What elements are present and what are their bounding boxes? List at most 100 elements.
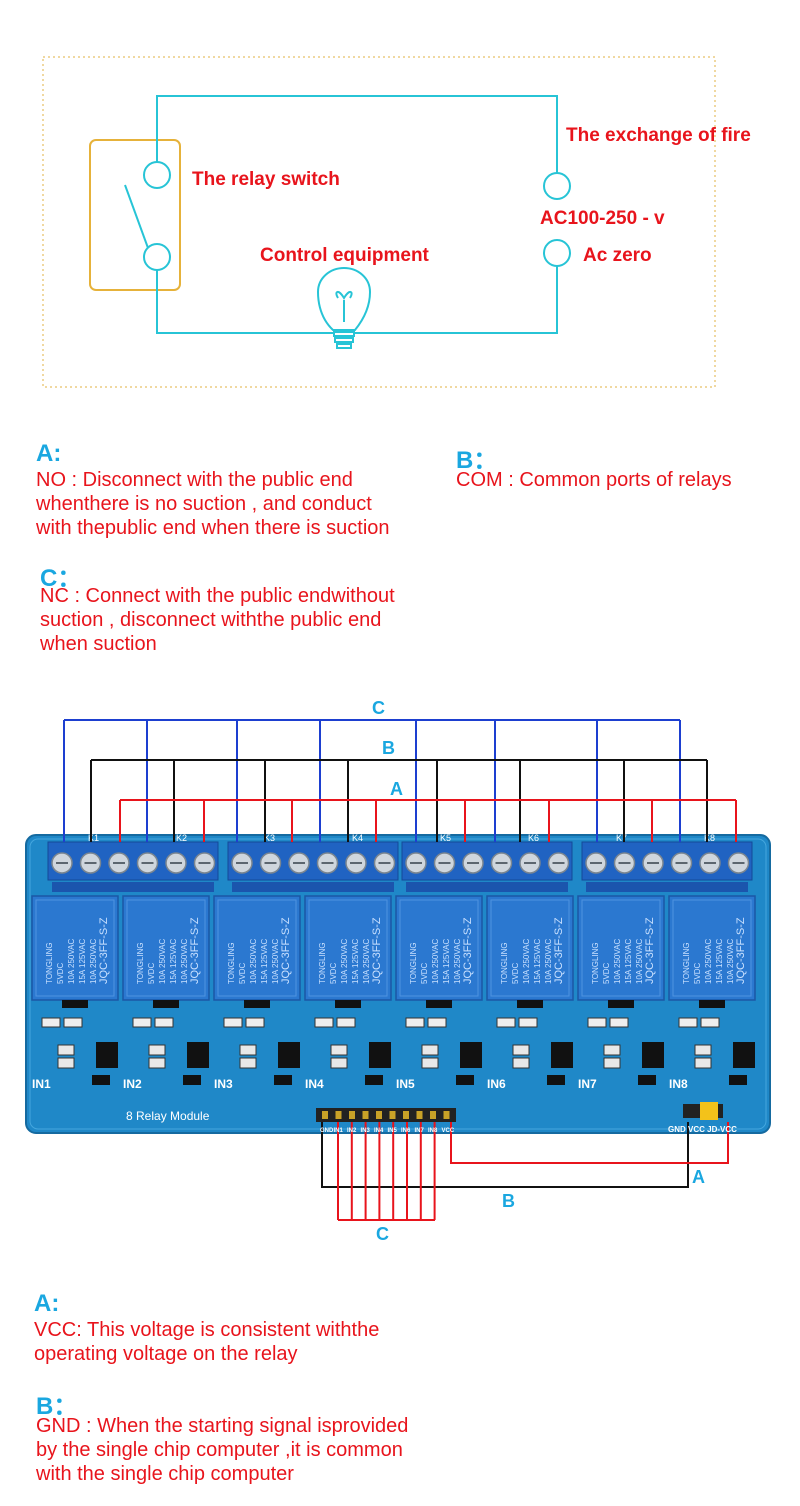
relay-marking: TONGLING (227, 942, 236, 984)
relay-diode (699, 1000, 725, 1008)
relay-marking: TONGLING (45, 942, 54, 984)
terminal-block (401, 841, 573, 881)
relay-body (122, 895, 210, 1001)
bottom-wire-label-a: A (692, 1167, 705, 1187)
relay-marking: 10A 250VAC (635, 939, 644, 984)
relay-diode (608, 1000, 634, 1008)
terminal-base (52, 882, 214, 892)
smd-led (148, 1057, 166, 1069)
relay-marking: 15A 125VAC (715, 939, 724, 984)
relay-diode (426, 1000, 452, 1008)
header-pin-label: IN1 (334, 1128, 344, 1134)
smd-led (694, 1057, 712, 1069)
transistor (638, 1075, 656, 1085)
header-pin (443, 1111, 450, 1119)
relay-inner (35, 899, 115, 997)
transistor (547, 1075, 565, 1085)
header-pin-label: IN4 (374, 1128, 384, 1134)
relay-inner (126, 899, 206, 997)
header-pin (416, 1111, 423, 1119)
input-label: IN7 (578, 1077, 597, 1091)
smd-led (421, 1057, 439, 1069)
terminal-block (227, 841, 399, 881)
transistor (456, 1075, 474, 1085)
zero-terminal (543, 239, 571, 267)
relay-marking: 10A 250VAC (544, 939, 553, 984)
header-pin-label: IN8 (428, 1128, 438, 1134)
smd-resistor (609, 1017, 629, 1028)
smd-led (603, 1044, 621, 1056)
bulb-icon (316, 266, 372, 349)
input-label: IN3 (214, 1077, 233, 1091)
smd-led (330, 1044, 348, 1056)
relay-diode (153, 1000, 179, 1008)
circuit-diagram: The relay switch The exchange of fire AC… (0, 0, 800, 400)
relay-switch-box (89, 139, 181, 291)
terminal-label: K7 (616, 833, 627, 843)
relay-body (31, 895, 119, 1001)
relay-marking: TONGLING (500, 942, 509, 984)
relay-marking: 10A 250VAC (453, 939, 462, 984)
smd-resistor (700, 1017, 720, 1028)
optocoupler (369, 1042, 391, 1068)
smd-led (512, 1044, 530, 1056)
circuit-svg (42, 56, 716, 388)
relay-marking: 10A 250VAC (271, 939, 280, 984)
header-pin-label: IN5 (388, 1128, 398, 1134)
relay-marking: 15A 125VAC (169, 939, 178, 984)
transistor (183, 1075, 201, 1085)
relay-marking: 10A 250VAC (704, 939, 713, 984)
relay-body (486, 895, 574, 1001)
top-wire (156, 95, 558, 173)
relay-marking: 10A 250VAC (180, 939, 189, 984)
input-label: IN2 (123, 1077, 142, 1091)
note-b-heading: B： (456, 447, 498, 474)
jumper-cap (700, 1102, 718, 1120)
relay-marking: 10A 250VAC (522, 939, 531, 984)
relay-marking: 5VDC (238, 962, 247, 984)
smd-led (512, 1057, 530, 1069)
header-pin-label: IN2 (347, 1128, 357, 1134)
relay-diode (244, 1000, 270, 1008)
relay-marking: 15A 125VAC (442, 939, 451, 984)
smd-led (330, 1057, 348, 1069)
relay-bottom-terminal (143, 243, 171, 271)
relay-body (668, 895, 756, 1001)
relay-inner (399, 899, 479, 997)
relay-marking: JQC-3FF-S-Z (189, 917, 201, 984)
smd-led (57, 1044, 75, 1056)
note-a-heading: A: (36, 440, 62, 467)
relay-body (577, 895, 665, 1001)
wire-vcc (450, 1122, 729, 1164)
right-pin-labels: GND VCC JD-VCC (668, 1125, 737, 1134)
bottom-note-b-line-1: GND : When the starting signal isprovide… (36, 1415, 409, 1437)
relay-diode (62, 1000, 88, 1008)
header-pin (335, 1111, 342, 1119)
smd-led (239, 1044, 257, 1056)
note-b-line-1: COM : Common ports of relays (456, 469, 732, 491)
terminal-label: K1 (88, 833, 99, 843)
note-c-line-3: when suction (40, 633, 157, 655)
relay-marking: JQC-3FF-S-Z (98, 917, 110, 984)
wire-label-b: B (382, 738, 395, 758)
smd-led (421, 1044, 439, 1056)
terminal-label: K8 (704, 833, 715, 843)
relay-marking: 10A 250VAC (613, 939, 622, 984)
terminal-label: K6 (528, 833, 539, 843)
smd-led (148, 1044, 166, 1056)
relay-marking: TONGLING (409, 942, 418, 984)
smd-resistor (154, 1017, 174, 1028)
relay-marking: TONGLING (136, 942, 145, 984)
relay-marking: TONGLING (318, 942, 327, 984)
smd-resistor (245, 1017, 265, 1028)
relay-marking: 5VDC (420, 962, 429, 984)
smd-led (57, 1057, 75, 1069)
header-pin (322, 1111, 328, 1119)
smd-resistor (678, 1017, 698, 1028)
smd-resistor (132, 1017, 152, 1028)
